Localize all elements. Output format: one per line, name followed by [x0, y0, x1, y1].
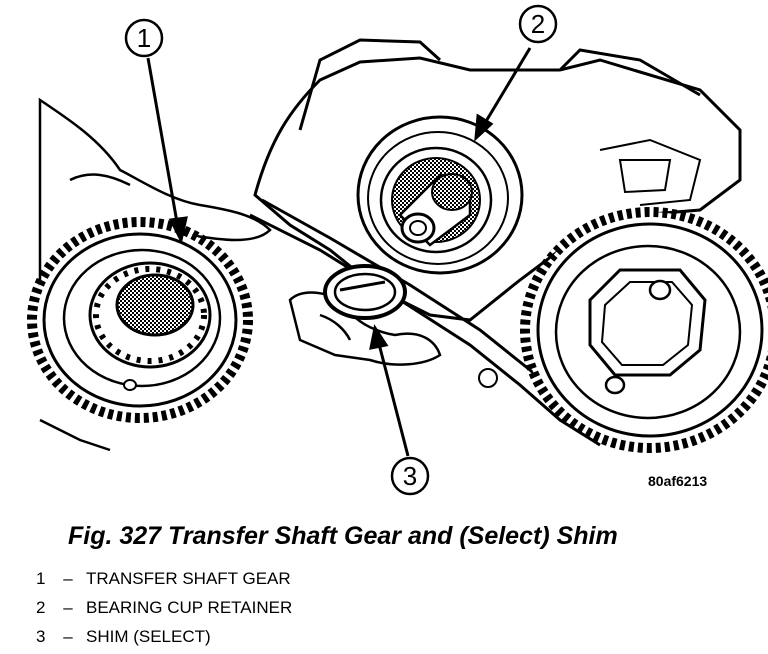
leader-arrows [146, 47, 532, 457]
legend-number: 1 [36, 569, 46, 588]
legend-item: 3–SHIM (SELECT) [36, 622, 292, 651]
callout-3-label: 3 [403, 461, 417, 491]
transfer-shaft-diagram: 1 2 3 80af6213 [27, 4, 768, 496]
callout-2: 2 [518, 4, 558, 44]
legend-number: 3 [36, 627, 46, 646]
legend-item: 2–BEARING CUP RETAINER [36, 593, 292, 622]
legend-number: 2 [36, 598, 46, 617]
select-shim [323, 264, 407, 320]
arrow-2 [480, 47, 532, 129]
legend-label: TRANSFER SHAFT GEAR [86, 569, 291, 588]
callout-1: 1 [124, 18, 164, 58]
figure-caption: Fig. 327 Transfer Shaft Gear and (Select… [68, 522, 618, 550]
output-gear [520, 207, 768, 453]
callout-1-label: 1 [137, 23, 151, 53]
legend-label: BEARING CUP RETAINER [86, 598, 293, 617]
legend-dash: – [63, 598, 73, 617]
legend-dash: – [63, 569, 73, 588]
callout-2-label: 2 [531, 9, 545, 39]
legend-item: 1–TRANSFER SHAFT GEAR [36, 564, 292, 593]
figure-code: 80af6213 [648, 473, 707, 489]
callout-3: 3 [390, 456, 430, 496]
arrow-1 [146, 57, 180, 229]
transfer-shaft-gear [27, 217, 253, 423]
bearing-cup-retainer [356, 115, 524, 275]
legend-label: SHIM (SELECT) [86, 627, 211, 646]
legend-list: 1–TRANSFER SHAFT GEAR 2–BEARING CUP RETA… [36, 564, 292, 651]
arrow-3 [376, 339, 410, 457]
legend-dash: – [63, 627, 73, 646]
